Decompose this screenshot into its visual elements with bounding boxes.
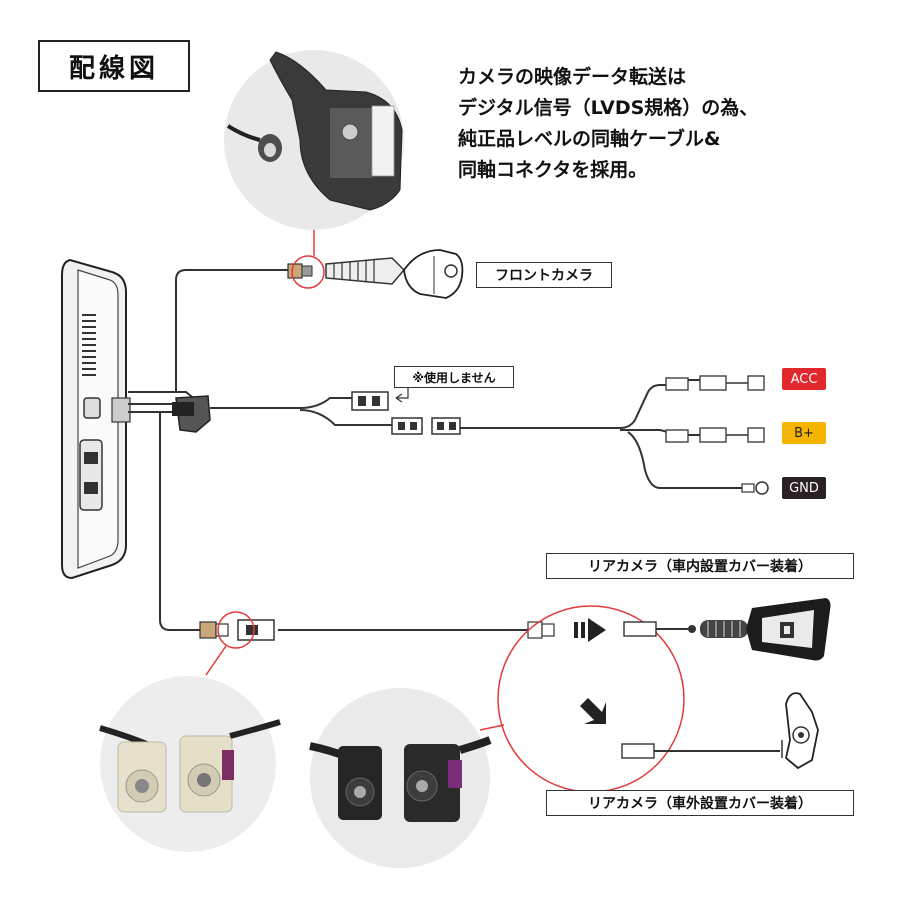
note-line: 同軸コネクタを採用。 <box>458 159 648 181</box>
acc-lead <box>665 375 765 391</box>
rear-camera-outside-label: リアカメラ（車外設置カバー装着） <box>546 790 854 816</box>
front-connector-callout <box>291 255 325 289</box>
note-line: 純正品レベルの同軸ケーブル& <box>458 128 721 150</box>
front-camera-assembly <box>287 249 464 299</box>
rear-connector-callout <box>217 611 255 649</box>
black-connector-photo <box>309 688 492 868</box>
rear-camera-inside-label: リアカメラ（車内設置カバー装着） <box>546 553 854 579</box>
callout-line <box>205 645 227 676</box>
front-camera-photo <box>224 50 404 230</box>
rear-camera-inside <box>623 598 831 661</box>
acc-badge: ACC <box>782 368 826 390</box>
not-used-connector <box>351 378 461 435</box>
rear-camera-connectors <box>199 619 555 641</box>
bplus-lead <box>665 427 765 443</box>
gnd-badge: GND <box>782 477 826 499</box>
callout-line <box>479 724 505 731</box>
arrow-down-right-icon <box>580 698 606 724</box>
front-camera-label: フロントカメラ <box>476 262 612 288</box>
rear-camera-outside <box>621 692 819 770</box>
arrow-right-icon <box>574 618 606 642</box>
note-line: デジタル信号（LVDS規格）の為、 <box>458 97 759 119</box>
gnd-lead <box>741 481 769 495</box>
note-text: カメラの映像データ転送は デジタル信号（LVDS規格）の為、 純正品レベルの同軸… <box>458 62 818 186</box>
harness-junction <box>172 395 211 433</box>
note-line: カメラの映像データ転送は <box>458 66 687 88</box>
bplus-badge: B+ <box>782 422 826 444</box>
white-connector-photo <box>99 676 281 852</box>
mirror-monitor <box>61 258 131 580</box>
diagram-title: 配線図 <box>38 40 190 92</box>
not-used-label: ※使用しません <box>394 366 514 388</box>
